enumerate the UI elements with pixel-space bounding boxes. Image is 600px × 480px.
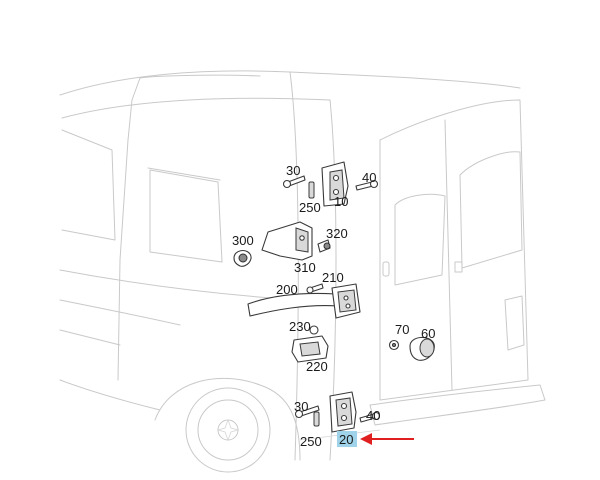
callout-20-highlight <box>337 431 357 447</box>
callout-250-top: 250 <box>299 200 321 215</box>
callout-230: 230 <box>289 319 311 334</box>
callout-220: 220 <box>306 359 328 374</box>
lower-bracket-assembly <box>291 325 329 363</box>
callout-300: 300 <box>232 233 254 248</box>
callout-40-bottom: 40 <box>366 408 380 423</box>
bolt-230 <box>309 325 319 335</box>
door-check-strap-assembly <box>247 283 361 319</box>
callout-210: 210 <box>322 270 344 285</box>
pointer-arrow <box>360 433 414 445</box>
lower-hinge-pin-250 <box>313 411 320 427</box>
lower-hinge-leaf <box>335 397 353 427</box>
rear-stop-assembly <box>388 336 435 361</box>
callout-60: 60 <box>421 326 435 341</box>
callout-320: 320 <box>326 226 348 241</box>
door-check-bracket-assembly <box>233 221 331 267</box>
callout-40-top: 40 <box>362 170 376 185</box>
callout-10: 10 <box>334 194 348 209</box>
callout-labels: 30 40 250 10 300 320 310 210 200 230 220… <box>232 163 435 449</box>
callout-250-bottom: 250 <box>300 434 322 449</box>
callout-70: 70 <box>395 322 409 337</box>
upper-hinge-pin-250 <box>308 181 315 199</box>
lower-hinge-assembly <box>294 391 381 433</box>
callout-200: 200 <box>276 282 298 297</box>
callout-310: 310 <box>294 260 316 275</box>
callout-30-top: 30 <box>286 163 300 178</box>
callout-20[interactable]: 20 <box>339 432 353 447</box>
van-body-outline <box>59 70 546 473</box>
callout-30-bottom: 30 <box>294 399 308 414</box>
upper-hinge-assembly <box>282 161 379 207</box>
pointer-arrow-head <box>360 433 372 445</box>
